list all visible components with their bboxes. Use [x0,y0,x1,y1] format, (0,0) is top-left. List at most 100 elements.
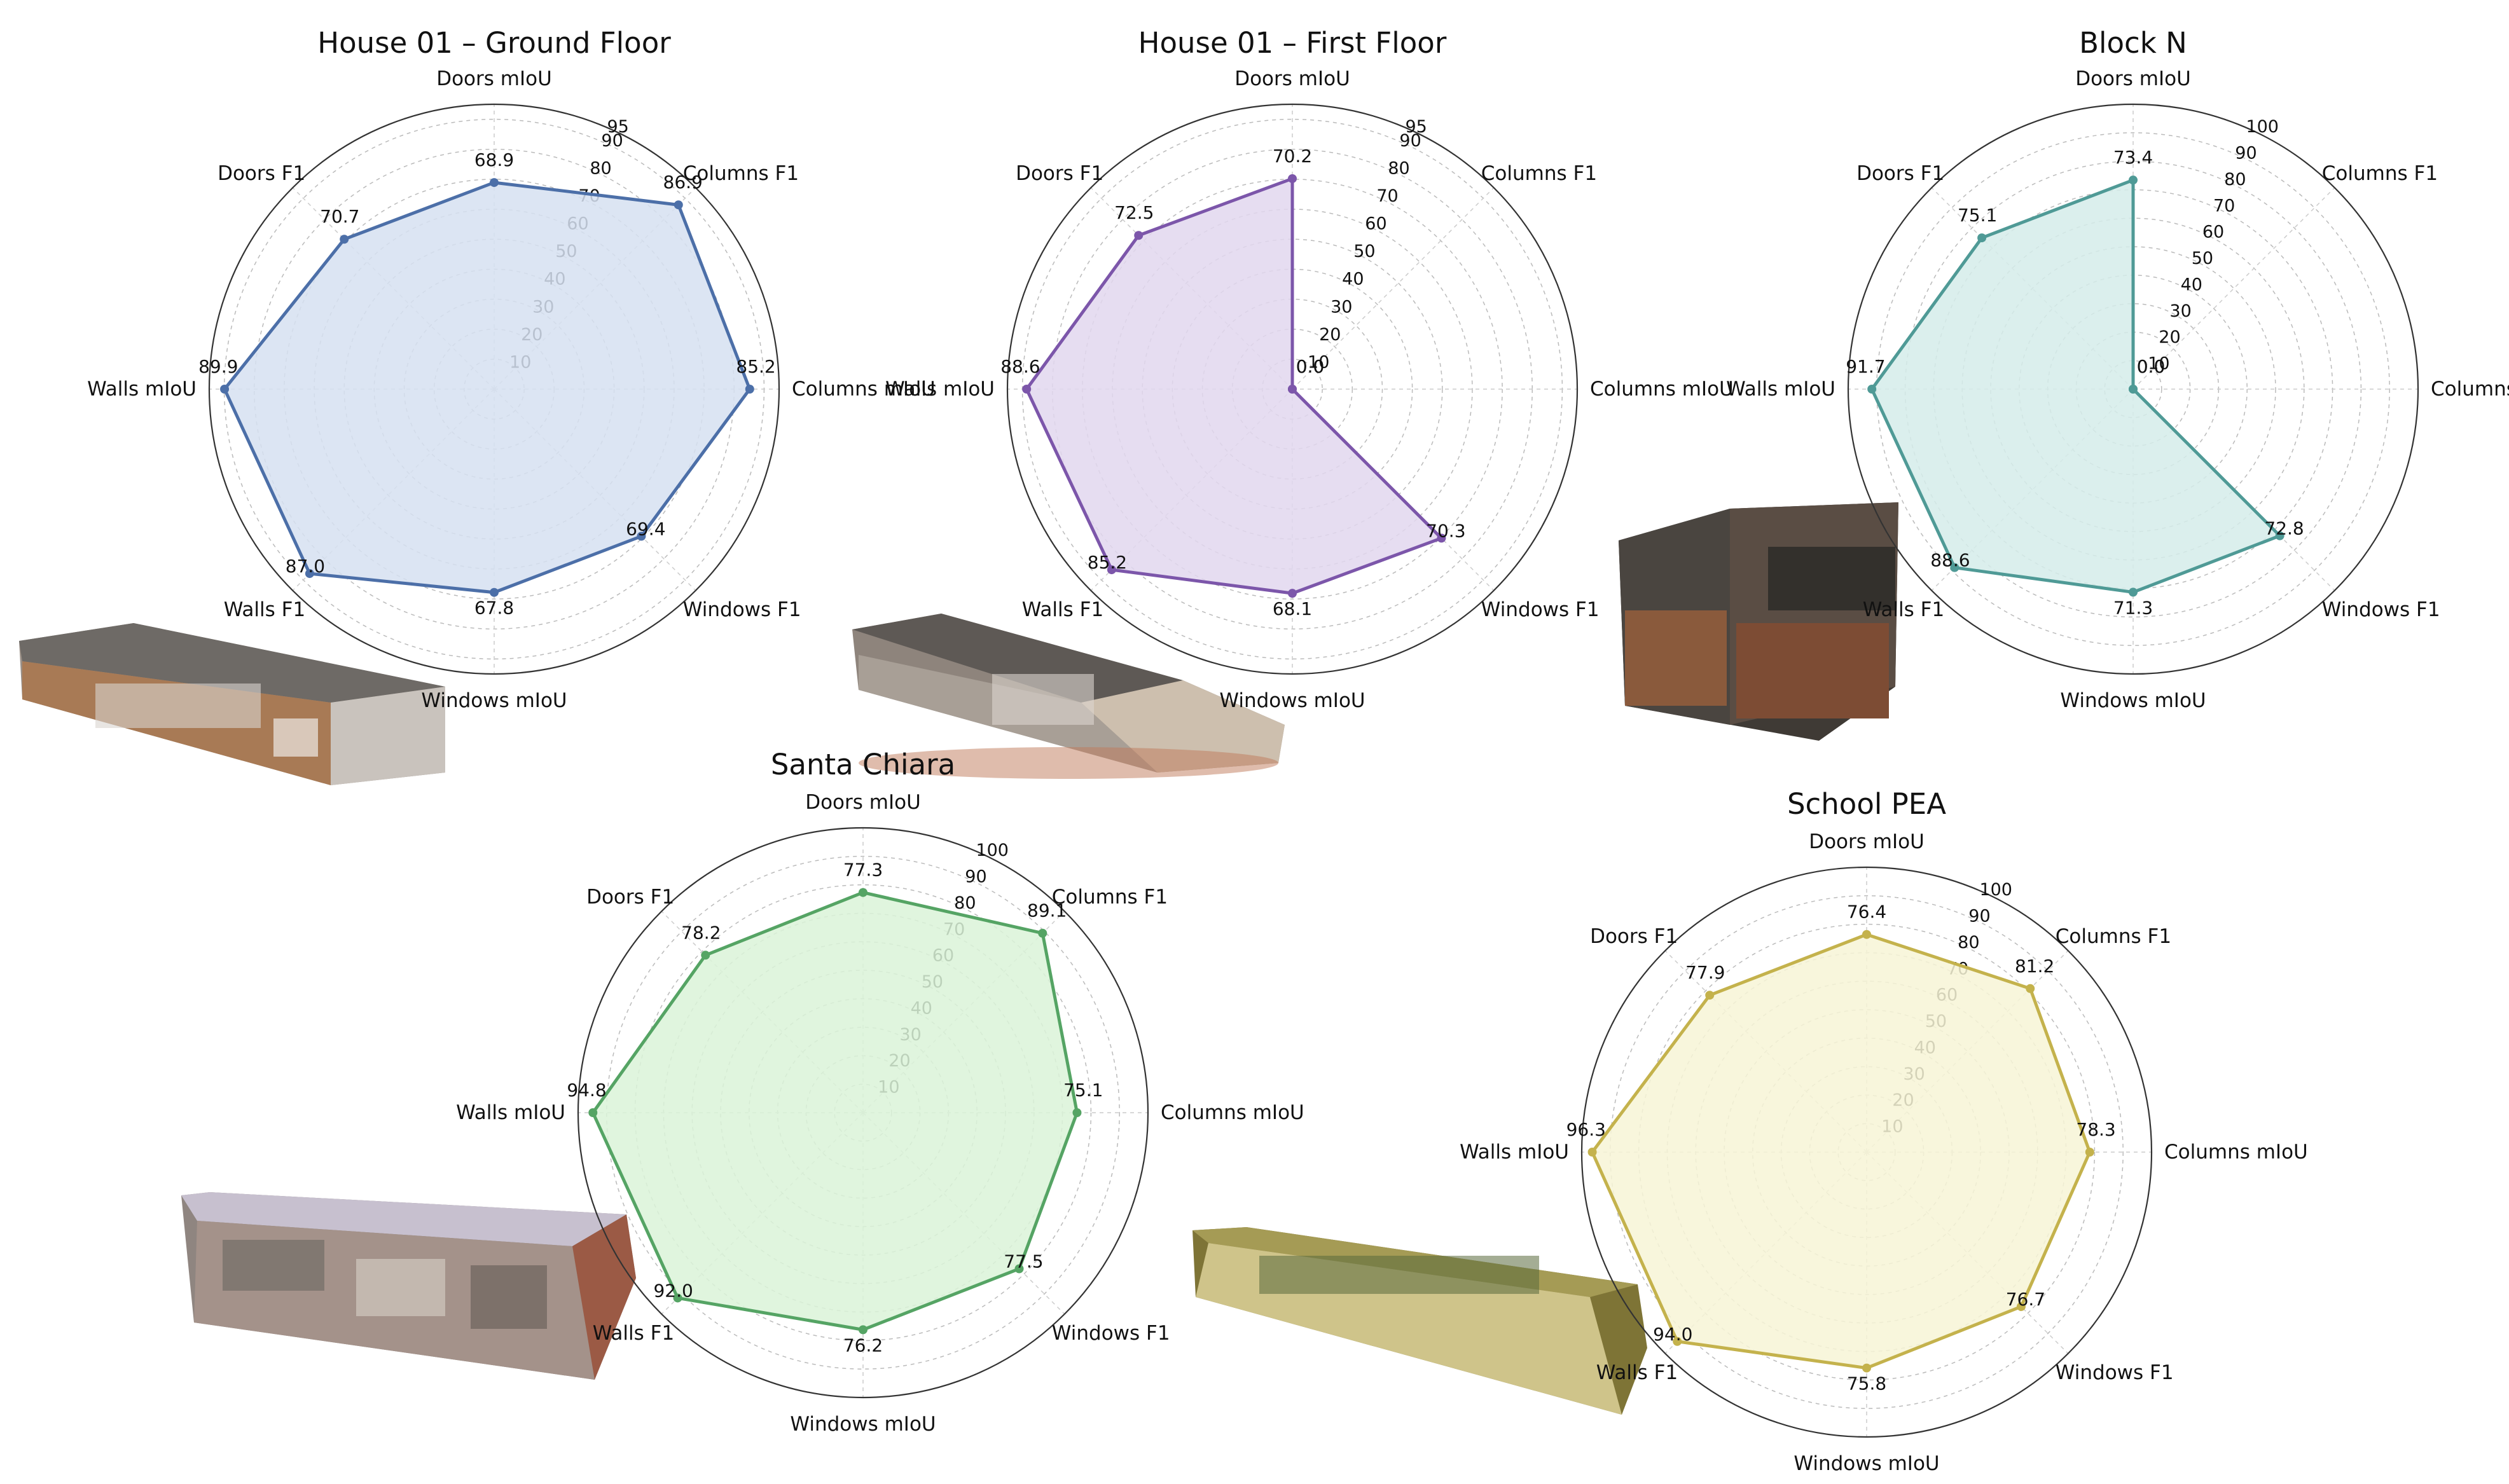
radial-tick-label: 30 [2169,301,2191,321]
data-label: 75.1 [1958,205,1997,226]
radial-tick-label: 100 [2246,117,2279,137]
radial-tick-label: 50 [2192,249,2213,268]
grid-circle [1142,238,1443,540]
data-label: 94.8 [567,1080,606,1101]
axis-label-columns-f1: Columns F1 [683,162,799,185]
data-label: 96.3 [1566,1119,1606,1140]
radar-chart-house-01-ground-floor: House 01 – Ground Floor10203040506070809… [87,26,936,712]
radial-tick-label: 90 [601,131,623,151]
radar-frame [577,827,1149,1399]
data-point [1587,1148,1597,1157]
data-label: 78.3 [2076,1119,2115,1140]
axis-label-walls-f1: Walls F1 [1022,598,1103,621]
data-label: 67.8 [474,598,514,619]
axis-label-walls-f1: Walls F1 [593,1322,674,1345]
data-point [1437,533,1446,543]
series-area [1025,177,1443,595]
axis-label-walls-f1: Walls F1 [1863,598,1944,621]
axis-label-windows-f1: Windows F1 [683,598,801,621]
data-point [1705,991,1715,1000]
data-label: 76.7 [2006,1289,2045,1310]
axis-label-doors-miou: Doors mIoU [1234,67,1350,90]
axis-label-walls-f1: Walls F1 [1596,1361,1678,1384]
axis-label-doors-miou: Doors mIoU [805,791,921,814]
axis-label-doors-miou: Doors mIoU [436,67,552,90]
data-point [673,1293,682,1303]
data-point [1867,385,1877,394]
data-label: 94.0 [1653,1324,1692,1345]
axis-label-walls-miou: Walls mIoU [87,378,197,401]
inset-image-house-first [852,614,1285,779]
data-label: 92.0 [653,1280,693,1301]
radial-tick-label: 40 [2181,275,2202,294]
grid-circle [2104,360,2162,418]
axis-label-windows-miou: Windows mIoU [2060,689,2206,712]
data-point [2129,385,2138,394]
axis-label-columns-miou: Columns mIoU [2164,1141,2308,1164]
axis-label-windows-f1: Windows F1 [1052,1322,1170,1345]
axis-label-doors-f1: Doors F1 [1590,925,1678,948]
charts-layer: House 01 – Ground Floor 10 20 30 40 50 60 70 80 9… [87,26,2509,1475]
data-point [1673,1336,1682,1346]
inset-image-block-n [1619,502,1898,741]
chart-title: House 01 – Ground Floor [317,26,671,60]
data-label: 0.0 [1296,356,1325,377]
data-label: 72.5 [1114,202,1154,223]
data-label: 0.0 [2137,356,2166,377]
data-label: 87.0 [286,556,325,577]
data-point [2016,1302,2026,1311]
data-point [1288,589,1297,598]
axis-label-windows-miou: Windows mIoU [1219,689,1365,712]
radial-tick-label: 20 [2159,327,2180,347]
radial-tick-label: 95 [607,117,628,137]
radial-tick-label: 10 [2148,354,2169,374]
data-label: 0.0 [1296,356,1325,377]
data-point [305,569,314,579]
data-label: 68.1 [1273,598,1312,619]
data-point [859,1325,867,1335]
data-point [490,178,499,188]
data-point [490,587,499,597]
data-point [1288,174,1297,183]
axis-label-windows-f1: Windows F1 [1481,598,1600,621]
radial-tick-label: 20 [1319,325,1341,345]
radial-tick-label: 100 [976,841,1009,860]
radial-tick-label: 70 [2213,196,2235,216]
axis-label-doors-f1: Doors F1 [218,162,305,185]
radar-frame [1580,866,2153,1438]
grid-spoke [2132,187,2335,390]
data-point [1862,930,1871,939]
radial-tick-label: 70 [1376,186,1398,206]
data-point [674,200,683,210]
data-label: 69.4 [626,518,665,539]
data-point [340,235,349,244]
data-point [637,532,646,541]
radial-tick-label: 30 [1331,297,1352,317]
radial-tick-label: 80 [590,158,611,178]
radial-tick-label: 80 [954,893,976,913]
grid-circle [606,856,1120,1370]
radial-tick-label: 80 [2224,170,2246,189]
data-label: 86.9 [663,172,703,193]
data-point [2085,1148,2094,1157]
radial-tick-label: 80 [1958,933,1979,952]
radial-tick-label: 90 [1968,906,1990,926]
axis-label-windows-miou: Windows mIoU [1794,1452,1939,1475]
axis-label-windows-f1: Windows F1 [2056,1361,2174,1384]
radial-tick-label: 60 [1365,214,1386,234]
radial-tick-label: 100 [1979,880,2012,900]
data-point [1977,233,1987,243]
axis-label-columns-miou: Columns mIoU [792,378,936,401]
data-point [859,888,867,897]
axis-label-columns-f1: Columns F1 [1052,886,1168,909]
data-label: 76.2 [843,1335,883,1356]
grid-circle [1904,160,2362,618]
data-point [1288,385,1297,394]
data-label: 89.1 [1027,900,1067,921]
radial-tick-label: 50 [1353,242,1375,261]
data-label: 89.9 [198,356,238,377]
data-label: 76.4 [1847,902,1886,923]
axis-label-doors-f1: Doors F1 [1856,162,1944,185]
grid-spoke [1292,187,1495,390]
data-label: 81.2 [2015,956,2054,977]
